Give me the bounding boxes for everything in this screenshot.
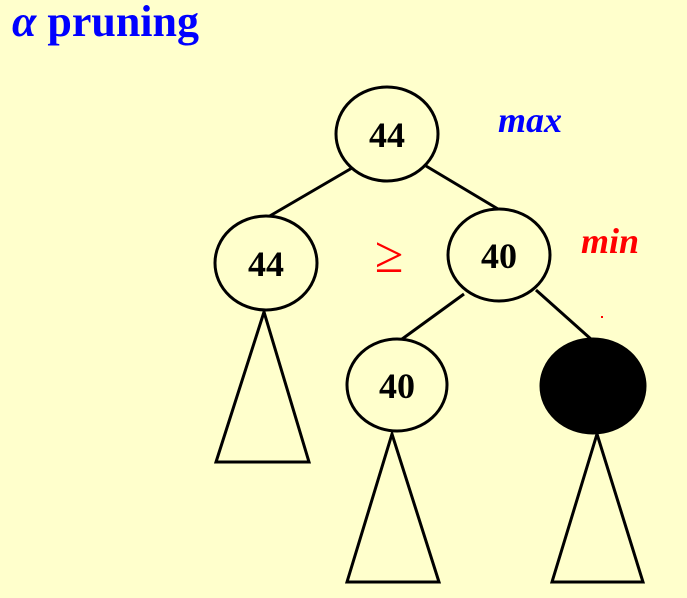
grandchild-left-circle [345,337,449,433]
slide-title: α pruning [12,0,199,47]
pruned-node-circle [539,337,647,435]
root-node-circle [334,85,440,183]
alpha-symbol: α [12,0,37,46]
right-child-value: 40 [481,236,517,276]
subtree-triangle-right [549,428,646,584]
subtree-triangle-middle [344,428,442,584]
right-child-circle [446,207,552,303]
edge-right-to-left-child [397,292,465,344]
edge-root-left [267,166,353,219]
stray-red-dot [601,316,603,318]
edge-root-right [425,164,504,214]
comparison-symbol: ≥ [375,227,404,284]
subtree-triangle-left [213,306,312,464]
left-child-value: 44 [248,244,284,284]
edge-right-to-right-child [535,288,593,342]
root-node-value: 44 [369,115,405,155]
title-text: pruning [47,0,199,46]
left-child-circle [213,214,319,312]
max-level-label: max [498,100,562,140]
grandchild-left-value: 40 [379,366,415,406]
min-level-label: min [581,221,639,261]
